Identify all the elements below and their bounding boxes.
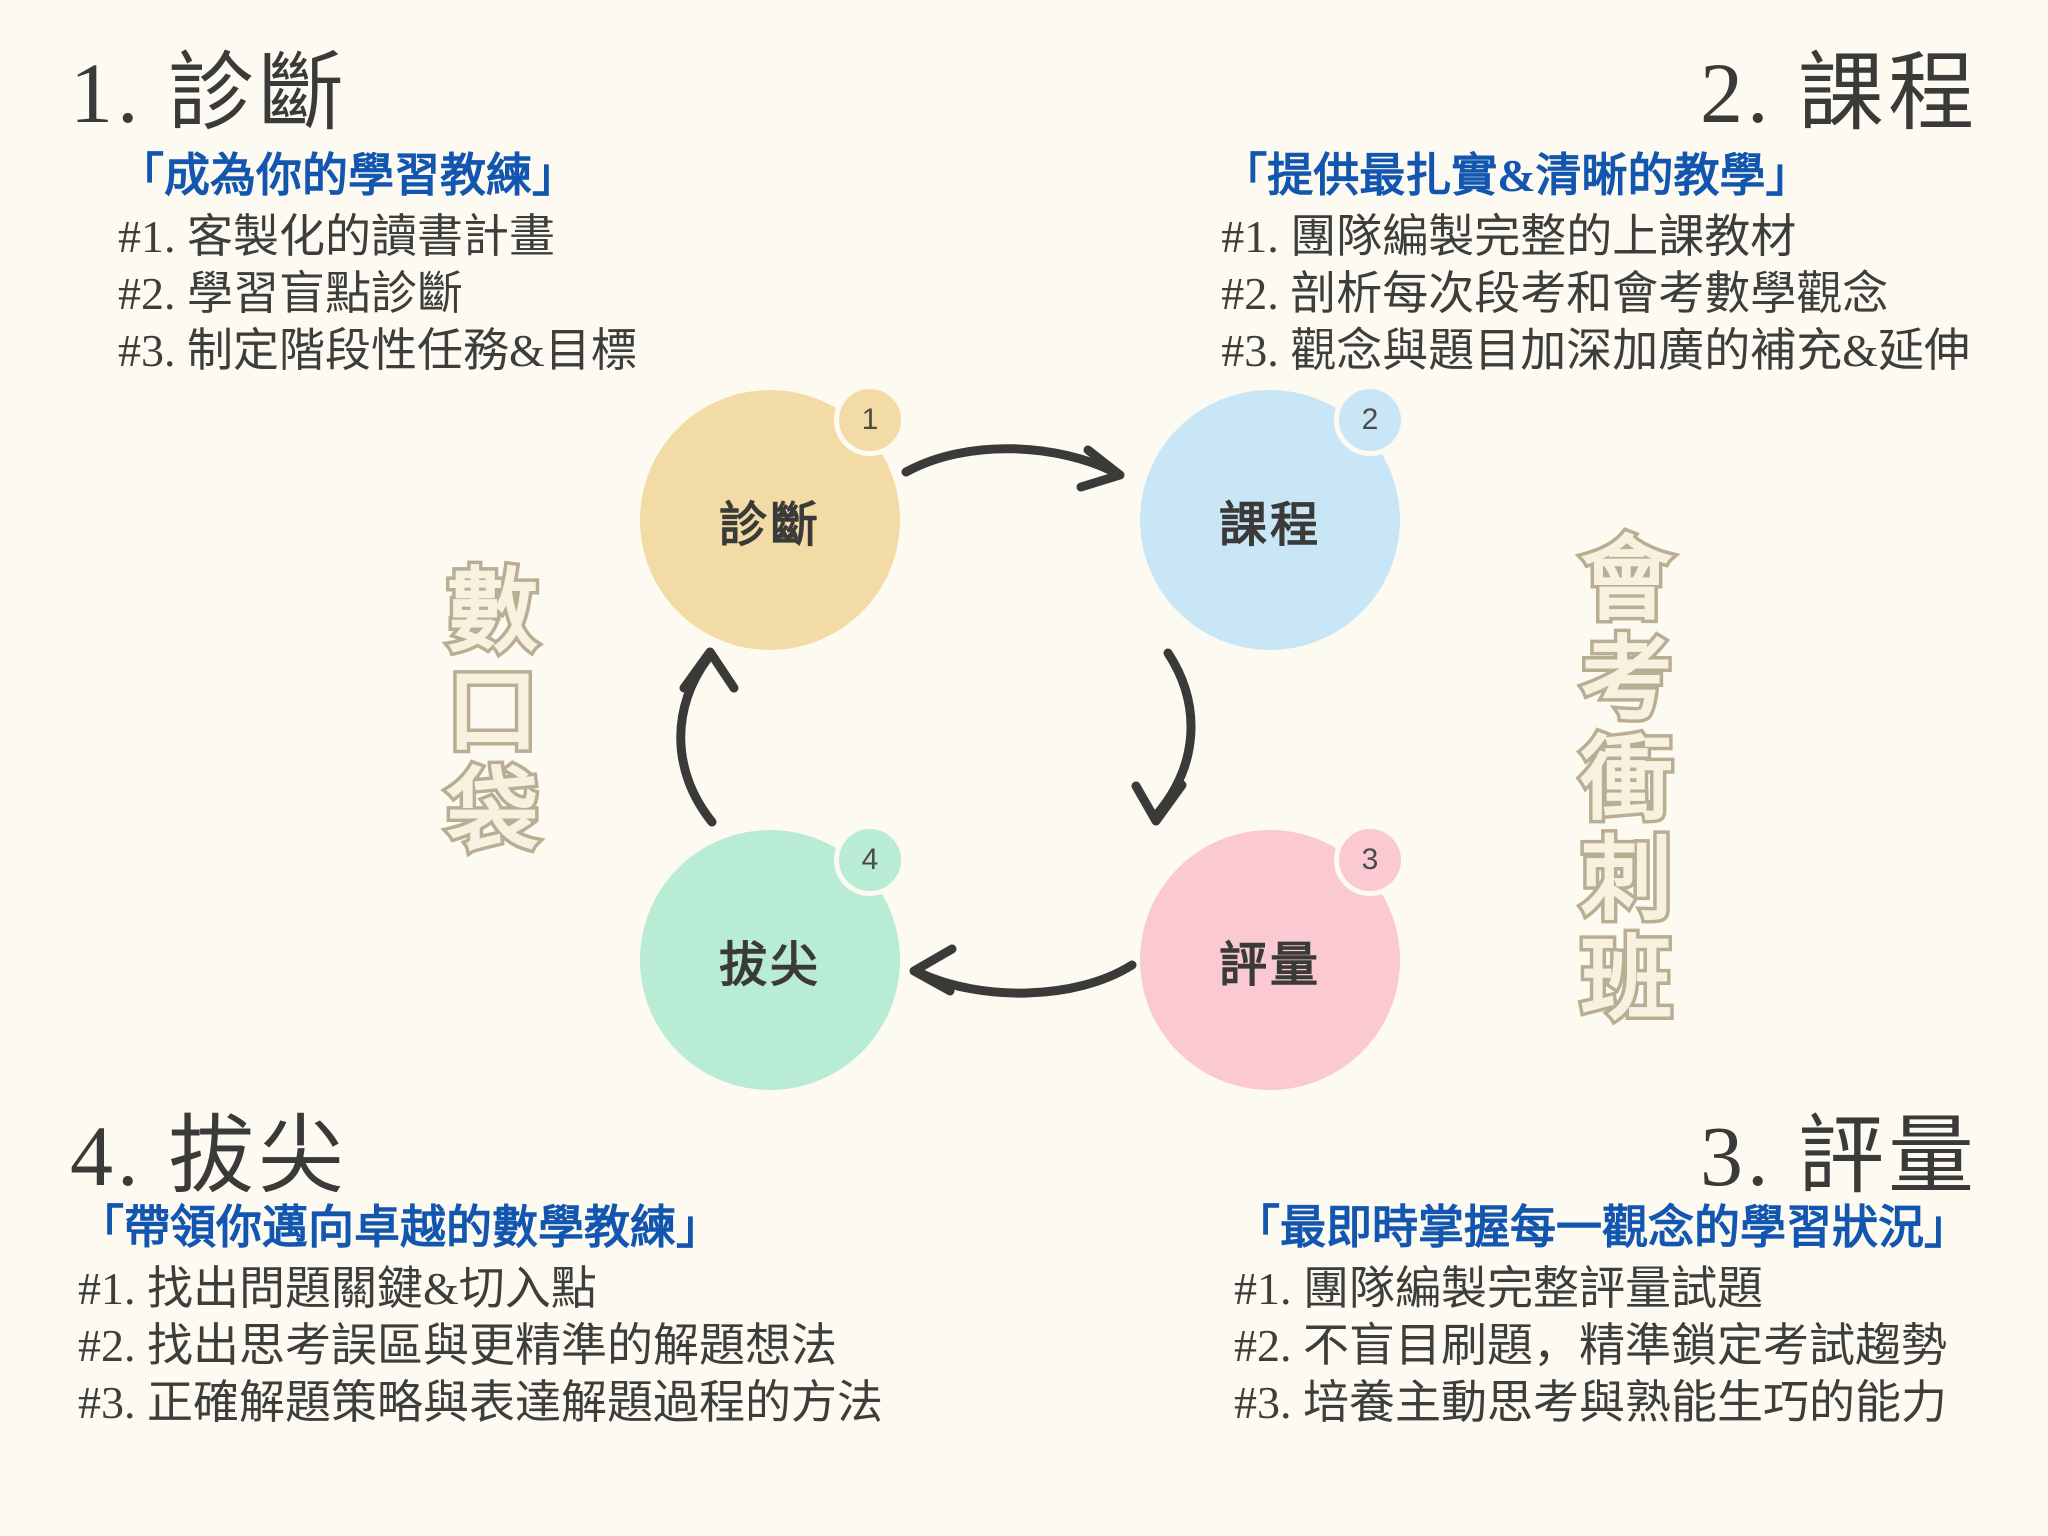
bullet-item: #2. 找出思考誤區與更精準的解題想法 <box>78 1320 837 1372</box>
section-title-excellence: 4. 拔尖 <box>70 1108 348 1204</box>
cycle-node-badge: 1 <box>834 384 906 456</box>
cycle-node-label: 評量 <box>1218 939 1321 992</box>
cycle-node-badge: 3 <box>1334 824 1406 896</box>
section-body-course: 「提供最扎實&清晰的教學」 #1. 團隊編製完整的上課教材 #2. 剖析每次段考… <box>1221 148 1970 379</box>
section-body-diagnosis: 「成為你的學習教練」 #1. 客製化的讀書計畫 #2. 學習盲點診斷 #3. 制… <box>118 148 637 379</box>
section-body-excellence: 「帶領你邁向卓越的數學教練」 #1. 找出問題關鍵&切入點 #2. 找出思考誤區… <box>78 1200 883 1431</box>
cycle-node-badge: 4 <box>834 824 906 896</box>
section-title-assessment: 3. 評量 <box>1700 1108 1978 1204</box>
cycle-node-label: 拔尖 <box>718 939 821 992</box>
arrow-assessment-to-excellence <box>909 944 1137 998</box>
bullet-item: #3. 觀念與題目加深加廣的補充&延伸 <box>1221 325 1970 377</box>
bullet-item: #2. 剖析每次段考和會考數學觀念 <box>1221 268 1889 320</box>
vertical-brand-text-right: 會考衝刺班 <box>1564 527 1673 1034</box>
slogan-diagnosis: 「成為你的學習教練」 <box>118 150 578 201</box>
cycle-node-course[interactable]: 課程 2 <box>1140 384 1406 650</box>
bullet-item: #1. 找出問題關鍵&切入點 <box>78 1263 597 1315</box>
bullet-item: #3. 正確解題策略與表達解題過程的方法 <box>78 1377 883 1429</box>
bullet-item: #1. 團隊編製完整評量試題 <box>1234 1263 1763 1315</box>
cycle-node-diagnosis[interactable]: 診斷 1 <box>640 384 906 650</box>
cycle-diagram: 診斷 1 課程 2 評量 3 拔尖 4 <box>640 384 1406 1090</box>
slogan-assessment: 「最即時掌握每一觀念的學習狀況」 <box>1234 1202 1970 1253</box>
arrow-diagnosis-to-course <box>901 444 1125 492</box>
bullet-item: #2. 不盲目刷題，精準鎖定考試趨勢 <box>1234 1320 1947 1372</box>
cycle-node-label: 課程 <box>1218 499 1321 552</box>
arrow-course-to-assessment <box>1131 648 1196 826</box>
section-body-assessment: 「最即時掌握每一觀念的學習狀況」 #1. 團隊編製完整評量試題 #2. 不盲目刷… <box>1234 1200 1970 1431</box>
section-title-course: 2. 課程 <box>1700 45 1978 141</box>
arrow-excellence-to-diagnosis <box>676 647 739 827</box>
bullet-item: #3. 制定階段性任務&目標 <box>118 325 637 377</box>
slogan-excellence: 「帶領你邁向卓越的數學教練」 <box>78 1202 722 1253</box>
cycle-node-excellence[interactable]: 拔尖 4 <box>640 824 906 1090</box>
bullet-item: #1. 客製化的讀書計畫 <box>118 211 555 263</box>
section-title-diagnosis: 1. 診斷 <box>70 45 348 141</box>
cycle-node-badge: 2 <box>1334 384 1406 456</box>
bullet-item: #3. 培養主動思考與熟能生巧的能力 <box>1234 1377 1947 1429</box>
vertical-brand-text-left: 數口袋 <box>430 559 539 866</box>
cycle-node-label: 診斷 <box>718 499 821 552</box>
cycle-node-assessment[interactable]: 評量 3 <box>1140 824 1406 1090</box>
slogan-course: 「提供最扎實&清晰的教學」 <box>1221 150 1812 201</box>
bullet-item: #1. 團隊編製完整的上課教材 <box>1221 211 1797 263</box>
bullet-item: #2. 學習盲點診斷 <box>118 268 463 320</box>
